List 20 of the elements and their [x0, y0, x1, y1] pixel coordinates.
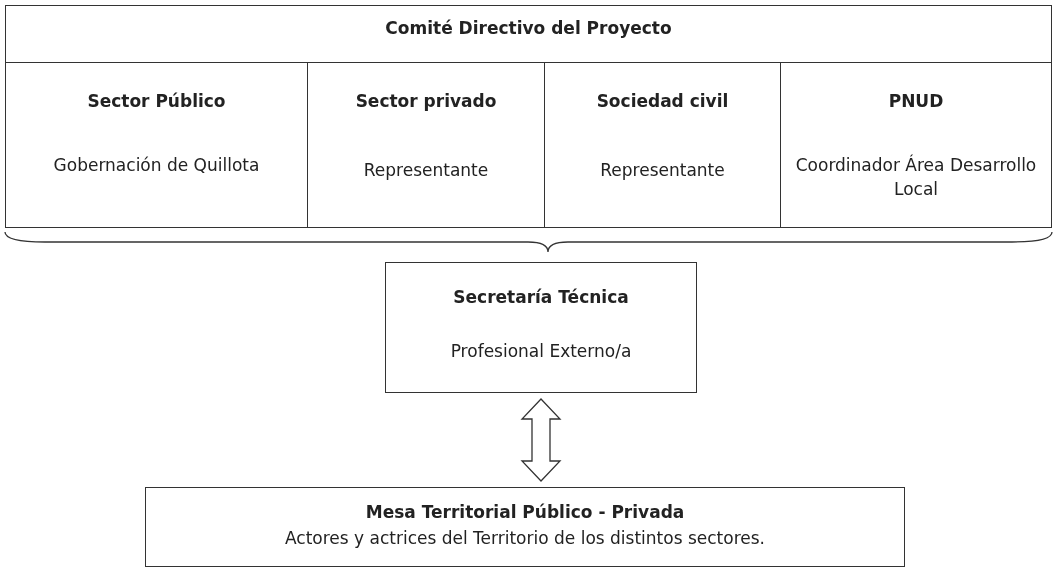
member-cell [780, 62, 1051, 227]
description: Coordinador Área Desarrollo Local [794, 153, 1038, 201]
double-arrow [520, 398, 562, 482]
description: Profesional Externo/a [449, 340, 633, 363]
heading: Sociedad civil [595, 90, 730, 113]
heading: Comité Directivo del Proyecto [384, 17, 673, 40]
description: Representante [599, 159, 726, 182]
heading: Secretaría Técnica [452, 286, 630, 309]
member-cell [544, 62, 780, 227]
org-box [145, 487, 905, 567]
heading: PNUD [887, 90, 945, 113]
org-box [385, 262, 697, 393]
org-box [5, 5, 1052, 228]
heading: Sector privado [354, 90, 498, 113]
description: Gobernación de Quillota [52, 154, 261, 177]
description: Representante [362, 159, 490, 182]
heading: Sector Público [86, 90, 227, 113]
heading: Mesa Territorial Público - Privada [364, 501, 686, 524]
description: Actores y actrices del Territorio de los distintos sectores. [283, 527, 766, 550]
member-cell [307, 62, 544, 227]
